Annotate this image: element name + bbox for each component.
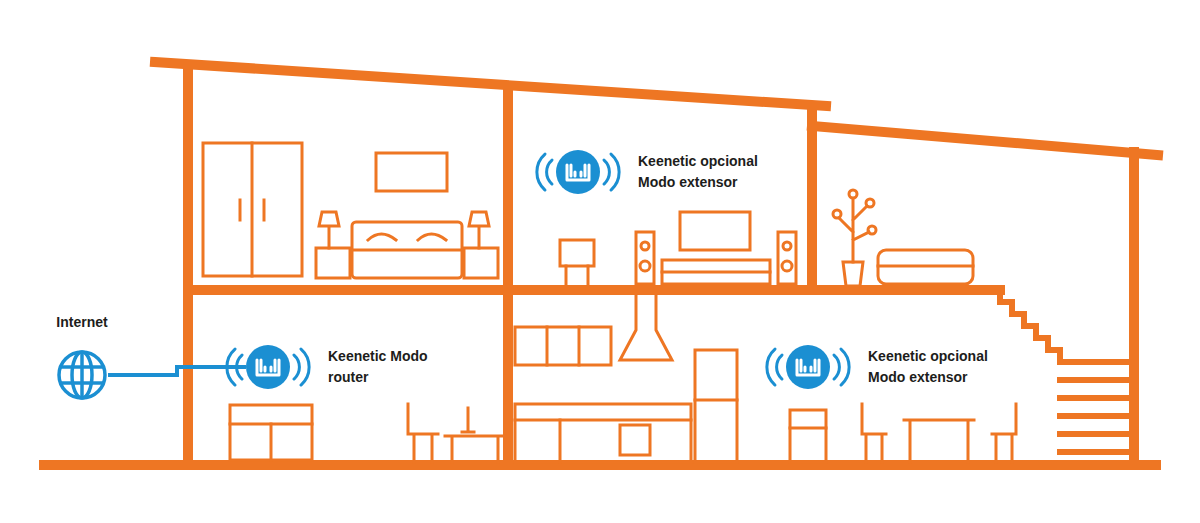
device-label: Keenetic opcional Modo extensor	[868, 346, 1008, 388]
device-node: Keenetic Modo router	[246, 345, 438, 389]
device-label: Keenetic Modo router	[328, 346, 438, 388]
device-node: Keenetic opcional Modo extensor	[786, 345, 1008, 389]
device-symbol	[556, 150, 600, 194]
device-label: Keenetic opcional Modo extensor	[638, 151, 778, 193]
device-symbol	[246, 345, 290, 389]
internet-label: Internet	[56, 312, 107, 333]
device-symbol	[786, 345, 830, 389]
device-icon	[556, 150, 600, 194]
device-node: Keenetic opcional Modo extensor	[556, 150, 778, 194]
internet-node: Internet	[56, 312, 108, 401]
network-cable	[108, 367, 246, 375]
globe-symbol	[56, 349, 108, 401]
globe-icon	[56, 349, 108, 401]
device-icon	[246, 345, 290, 389]
device-icon	[786, 345, 830, 389]
